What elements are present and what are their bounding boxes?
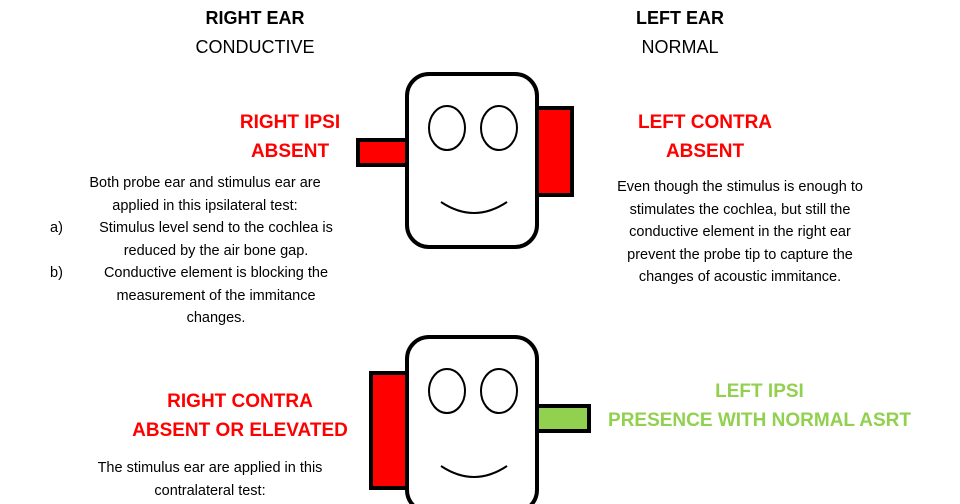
- top-face: [405, 72, 539, 249]
- left-contra-label-line2: ABSENT: [665, 141, 745, 162]
- left-ear-title: LEFT EAR: [636, 8, 724, 28]
- top-right-ipsi-probe: [356, 138, 409, 167]
- list-item-line: reduced by the air bone gap.: [123, 242, 309, 259]
- right-ear-status: CONDUCTIVE: [195, 37, 315, 57]
- list-item-line: Conductive element is blocking the: [103, 265, 329, 281]
- bottom-face: [405, 335, 539, 504]
- list-item-line: Stimulus level send to the cochlea is: [99, 220, 333, 236]
- right-ear-title: RIGHT EAR: [205, 8, 305, 28]
- left-ear-status: NORMAL: [641, 37, 719, 57]
- top-face-left-eye: [428, 105, 466, 151]
- right-ipsi-description: Both probe ear and stimulus ear are appl…: [30, 172, 380, 217]
- right-ipsi-label: RIGHT IPSI ABSENT: [200, 108, 380, 166]
- list-item-line: changes.: [186, 310, 246, 326]
- right-ipsi-label-line2: ABSENT: [250, 141, 330, 162]
- right-ipsi-label-line1: RIGHT IPSI: [239, 112, 341, 133]
- list-item-line: measurement of the immitance: [116, 287, 316, 304]
- right-contra-line: The stimulus ear are applied in this: [97, 460, 323, 476]
- list-item: b) Conductive element is blocking the me…: [50, 262, 356, 330]
- left-contra-line: Even though the stimulus is enough to: [617, 179, 863, 195]
- bottom-face-right-eye: [480, 368, 518, 414]
- bottom-face-mouth: [440, 465, 508, 478]
- right-ipsi-list: a) Stimulus level send to the cochlea is…: [50, 217, 356, 330]
- left-ipsi-label-line1: LEFT IPSI: [715, 381, 804, 402]
- left-contra-line: conductive element in the right ear: [629, 224, 851, 240]
- list-marker: a): [50, 220, 63, 236]
- list-marker: b): [50, 265, 63, 281]
- top-face-mouth: [440, 201, 508, 214]
- right-contra-label-line1: RIGHT CONTRA: [167, 391, 313, 412]
- left-contra-line: stimulates the cochlea, but still the: [629, 201, 851, 218]
- list-item: a) Stimulus level send to the cochlea is…: [50, 217, 356, 262]
- left-contra-label: LEFT CONTRA ABSENT: [600, 108, 810, 166]
- top-left-contra-earphone: [535, 106, 574, 197]
- bottom-face-left-eye: [428, 368, 466, 414]
- left-ipsi-label: LEFT IPSI PRESENCE WITH NORMAL ASRT: [592, 377, 927, 435]
- bottom-right-contra-earphone: [369, 371, 409, 490]
- left-contra-label-line1: LEFT CONTRA: [637, 112, 773, 133]
- right-contra-label-line2: ABSENT OR ELEVATED: [132, 420, 348, 441]
- left-contra-line: prevent the probe tip to capture the: [627, 246, 853, 263]
- right-ipsi-intro-line2: applied in this ipsilateral test:: [112, 197, 298, 214]
- right-contra-label: RIGHT CONTRA ABSENT OR ELEVATED: [110, 387, 370, 445]
- right-contra-description: The stimulus ear are applied in this con…: [50, 457, 370, 502]
- right-ipsi-intro-line1: Both probe ear and stimulus ear are: [89, 175, 321, 191]
- left-contra-line: changes of acoustic immitance.: [638, 269, 842, 285]
- left-ipsi-label-line2: PRESENCE WITH NORMAL ASRT: [608, 410, 911, 431]
- left-contra-description: Even though the stimulus is enough to st…: [580, 176, 900, 289]
- top-face-right-eye: [480, 105, 518, 151]
- bottom-left-ipsi-probe: [535, 404, 591, 433]
- right-contra-line: contralateral test:: [154, 482, 266, 499]
